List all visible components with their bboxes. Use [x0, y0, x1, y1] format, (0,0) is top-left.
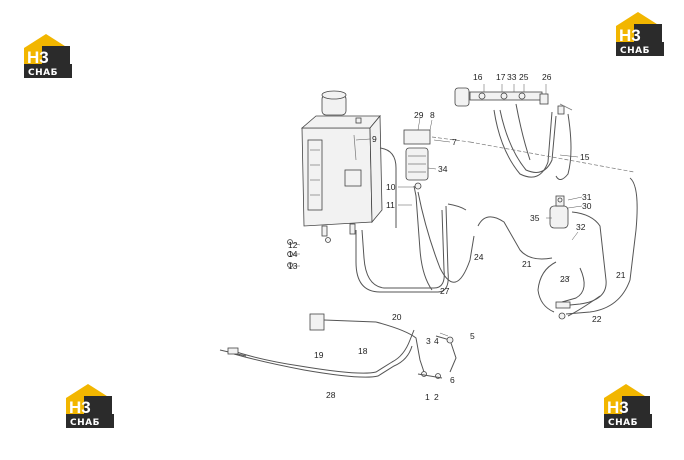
label-1: 1 [425, 392, 430, 402]
label-18: 18 [358, 346, 368, 356]
label-17: 17 [496, 72, 506, 82]
label-26: 26 [542, 72, 552, 82]
logo-bottom-right: H3 CHAБ [604, 384, 652, 428]
logo-mark: H3 [27, 48, 49, 67]
label-23: 23 [560, 274, 570, 284]
logo-bottom-left: H3 CHAБ [66, 384, 114, 428]
label-28: 28 [326, 390, 336, 400]
label-27: 27 [440, 286, 450, 296]
label-6: 6 [450, 375, 455, 385]
label-2: 2 [434, 392, 439, 402]
label-22: 22 [592, 314, 602, 324]
label-4: 4 [434, 336, 439, 346]
label-13: 13 [288, 261, 298, 271]
logo-text: CHAБ [28, 68, 58, 78]
label-3: 3 [426, 336, 431, 346]
pipes [219, 103, 638, 379]
fuel-tank [300, 90, 383, 237]
label-11: 11 [386, 200, 395, 210]
label-24: 24 [474, 252, 484, 262]
label-30: 30 [582, 201, 592, 211]
logo-text: CHAБ [620, 46, 650, 56]
label-31: 31 [582, 192, 592, 202]
logo-mark: H3 [619, 26, 641, 45]
logo-top-left: H3 CHAБ [24, 34, 72, 78]
label-14: 14 [288, 249, 298, 259]
fuel-filter [403, 129, 431, 190]
label-35: 35 [530, 213, 540, 223]
label-25: 25 [519, 72, 529, 82]
label-8: 8 [430, 110, 435, 120]
label-16: 16 [473, 72, 483, 82]
label-5: 5 [470, 331, 475, 341]
logo-top-right: H3 CHAБ [616, 12, 664, 56]
label-34: 34 [438, 164, 448, 174]
logo-text: CHAБ [70, 418, 100, 428]
leader-lines [291, 84, 583, 337]
label-29: 29 [414, 110, 424, 120]
control-box [309, 313, 377, 331]
label-12: 12 [288, 240, 298, 250]
label-32: 32 [576, 222, 586, 232]
label-21b: 21 [616, 270, 626, 280]
logo-mark: H3 [607, 398, 629, 417]
label-20: 20 [392, 312, 402, 322]
label-10: 10 [386, 182, 396, 192]
label-19: 19 [314, 350, 324, 360]
label-15: 15 [580, 152, 590, 162]
label-21a: 21 [522, 259, 532, 269]
part-labels: 1 2 3 4 5 6 7 8 9 10 11 12 13 14 15 16 1… [288, 72, 626, 402]
label-9: 9 [372, 134, 377, 144]
label-7: 7 [452, 137, 457, 147]
logo-text: CHAБ [608, 418, 638, 428]
logo-mark: H3 [69, 398, 91, 417]
label-33: 33 [507, 72, 517, 82]
connector-assembly [454, 87, 565, 115]
